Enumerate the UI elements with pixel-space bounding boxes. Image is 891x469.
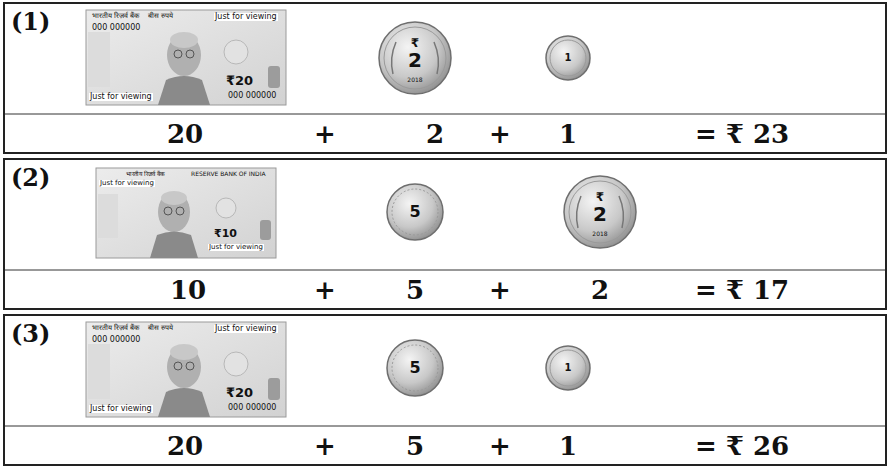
amount: 10 bbox=[170, 277, 206, 303]
coin: 1 bbox=[546, 36, 590, 80]
coin-value: 5 bbox=[409, 360, 420, 376]
currency-note: भारतीय रिज़र्व बैंक बीस रुपये Just for vie… bbox=[86, 322, 286, 417]
item-number: (2) bbox=[11, 166, 50, 190]
amount: 20 bbox=[167, 121, 203, 147]
twenty-rupee-note bbox=[86, 322, 286, 417]
currency-note: भारतीय रिज़र्व बैंक RESERVE BANK OF INDIA… bbox=[96, 168, 276, 258]
coin: ₹2 2018 bbox=[379, 22, 451, 94]
amount: 1 bbox=[559, 433, 577, 459]
watermark: Just for viewing bbox=[214, 325, 278, 333]
bank-name: भारतीय रिज़र्व बैंक bbox=[92, 13, 139, 20]
note-value: ₹20 bbox=[226, 74, 253, 87]
plus-sign: + bbox=[314, 121, 336, 147]
two-rupee-coin bbox=[564, 176, 636, 248]
plus-sign: + bbox=[314, 433, 336, 459]
watermark: Just for viewing bbox=[208, 244, 264, 251]
sum-row: (3) 20 +5 +1 = ₹ 26 भारतीय रिज़र्व बैंक बीस रु… bbox=[3, 314, 887, 466]
row-divider bbox=[4, 426, 886, 427]
rupee-symbol: ₹ bbox=[596, 191, 604, 203]
twenty-rupee-note bbox=[86, 10, 286, 105]
amount: 1 bbox=[559, 121, 577, 147]
plus-sign: + bbox=[489, 433, 511, 459]
serial-number: 000 000000 bbox=[92, 336, 140, 344]
coin-value: 1 bbox=[565, 53, 572, 63]
bank-name: भारतीय रिज़र्व बैंक bbox=[92, 325, 139, 332]
note-value: ₹10 bbox=[214, 228, 237, 239]
plus-sign: + bbox=[489, 277, 511, 303]
coin-year: 2018 bbox=[407, 77, 422, 83]
row-divider bbox=[4, 114, 886, 115]
serial-number: 000 000000 bbox=[228, 92, 276, 100]
one-rupee-coin bbox=[546, 346, 590, 390]
amount: 2 bbox=[591, 277, 609, 303]
note-value: ₹20 bbox=[226, 386, 253, 399]
bank-name: RESERVE BANK OF INDIA bbox=[191, 171, 266, 177]
coin: 5 bbox=[387, 184, 443, 240]
amount: 5 bbox=[406, 433, 424, 459]
watermark: Just for viewing bbox=[89, 93, 153, 101]
note-value-words: बीस रुपये bbox=[148, 325, 173, 332]
coin: 5 bbox=[387, 340, 443, 396]
currency-note: भारतीय रिज़र्व बैंक बीस रुपये Just for vie… bbox=[86, 10, 286, 105]
coin-value: 2 bbox=[593, 204, 607, 224]
five-rupee-coin bbox=[387, 184, 443, 240]
plus-sign: + bbox=[489, 121, 511, 147]
note-value-words: बीस रुपये bbox=[148, 13, 173, 20]
coin-value: 2 bbox=[408, 50, 422, 70]
ten-rupee-note bbox=[96, 168, 276, 258]
coin: ₹2 2018 bbox=[564, 176, 636, 248]
row-divider bbox=[4, 270, 886, 271]
total: = ₹ 26 bbox=[695, 433, 789, 459]
total: = ₹ 23 bbox=[695, 121, 789, 147]
one-rupee-coin bbox=[546, 36, 590, 80]
item-number: (1) bbox=[11, 10, 50, 34]
plus-sign: + bbox=[314, 277, 336, 303]
coin-value: 5 bbox=[409, 204, 420, 220]
bank-name: भारतीय रिज़र्व बैंक bbox=[126, 171, 165, 177]
amount: 2 bbox=[426, 121, 444, 147]
serial-number: 000 000000 bbox=[228, 404, 276, 412]
sum-row: (1) 20 +2 +1 = ₹ 23 भारतीय रिज़र्व बैंक बीस रु… bbox=[3, 2, 887, 154]
coin-value: 1 bbox=[565, 363, 572, 373]
two-rupee-coin bbox=[379, 22, 451, 94]
total: = ₹ 17 bbox=[695, 277, 789, 303]
coin: 1 bbox=[546, 346, 590, 390]
item-number: (3) bbox=[11, 322, 50, 346]
watermark: Just for viewing bbox=[99, 180, 155, 187]
five-rupee-coin bbox=[387, 340, 443, 396]
amount: 20 bbox=[167, 433, 203, 459]
sum-row: (2) 10 +5 +2 = ₹ 17 भारतीय रिज़र्व बैंक RESERV… bbox=[3, 158, 887, 310]
watermark: Just for viewing bbox=[214, 13, 278, 21]
watermark: Just for viewing bbox=[89, 405, 153, 413]
coin-year: 2018 bbox=[592, 231, 607, 237]
amount: 5 bbox=[406, 277, 424, 303]
rupee-symbol: ₹ bbox=[411, 37, 419, 49]
serial-number: 000 000000 bbox=[92, 24, 140, 32]
